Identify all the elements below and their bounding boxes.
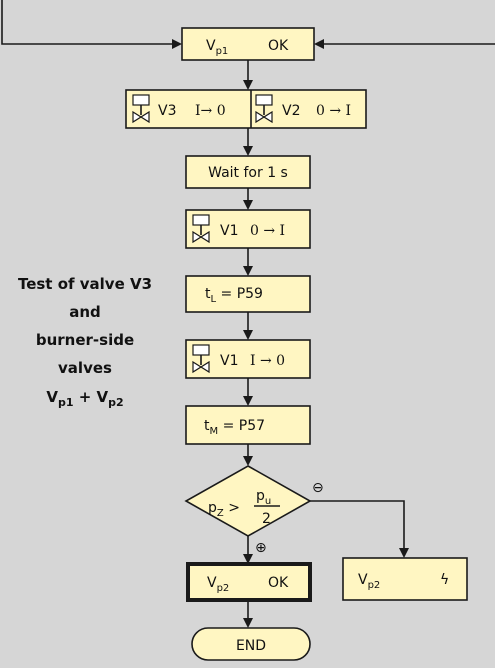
arrowhead: [243, 396, 253, 406]
step-v1-close: V1 I → 0: [185, 339, 311, 379]
step-vp2-fault: Vp2 ϟ: [342, 557, 468, 601]
v1-change: 0 → I: [250, 223, 285, 239]
vp1-status: OK: [268, 38, 289, 54]
arrowhead: [243, 330, 253, 340]
v1-label: V1: [220, 223, 238, 239]
step-wait: Wait for 1 s: [185, 155, 311, 189]
svg-text:pu: pu: [256, 488, 271, 507]
denominator-label: 2: [262, 511, 271, 527]
vp2-fault-label: V: [358, 572, 368, 588]
svg-text:Vp1 + Vp2: Vp1 + Vp2: [46, 388, 123, 409]
side-label-line1: Test of valve V3: [18, 275, 152, 293]
v1-close-change: I → 0: [250, 353, 285, 369]
pu-label: p: [256, 488, 265, 504]
arrowhead: [243, 200, 253, 210]
step-vp1-ok: Vp1 OK: [181, 27, 315, 61]
arrowhead: [243, 618, 253, 628]
plus-icon: ⊕: [255, 540, 267, 556]
valve-icon: [132, 94, 150, 124]
side-label: Test of valve V3 and burner-side valves …: [18, 275, 152, 409]
arrowhead: [243, 554, 253, 564]
step-tm: tM = P57: [185, 405, 311, 445]
arrowhead: [243, 456, 253, 466]
svg-text:Vp2: Vp2: [207, 575, 229, 594]
minus-icon: ⊖: [312, 480, 324, 496]
arrowhead: [243, 266, 253, 276]
valve-icon: [192, 344, 210, 374]
side-label-vp1: V: [46, 388, 58, 406]
pz-label: p: [208, 500, 217, 516]
side-label-line3: burner-side: [36, 331, 134, 349]
arrowhead: [399, 548, 409, 558]
vp2-status: OK: [268, 575, 289, 591]
decision-pressure: pZ > pu 2: [184, 465, 312, 537]
v3-label: V3: [158, 103, 176, 119]
end-label: END: [236, 638, 266, 654]
arrowhead: [243, 80, 253, 90]
side-label-line4: valves: [58, 359, 112, 377]
feed-line-left: [1, 0, 174, 45]
svg-text:tM = P57: tM = P57: [204, 418, 265, 437]
vp1-label: V: [206, 38, 216, 54]
valve-icon: [192, 214, 210, 244]
valve-icon: [255, 94, 273, 124]
tm-label: t: [204, 418, 210, 434]
tl-label: t: [205, 286, 211, 302]
step-end: END: [191, 627, 311, 661]
wait-label: Wait for 1 s: [208, 165, 288, 181]
branch-no-line: [310, 500, 405, 550]
v2-label: V2: [282, 103, 300, 119]
side-label-line2: and: [69, 303, 101, 321]
fault-icon: ϟ: [440, 572, 449, 588]
arrowhead: [314, 39, 324, 49]
arrowhead: [243, 146, 253, 156]
v1-close-label: V1: [220, 353, 238, 369]
arrowhead: [172, 39, 182, 49]
step-tl: tL = P59: [185, 275, 311, 313]
step-valves-v3-v2: V3 I→ 0 V2 0 → I: [125, 89, 367, 129]
svg-text:pZ >: pZ >: [208, 500, 240, 519]
vp2-label: V: [207, 575, 217, 591]
svg-text:Vp2: Vp2: [358, 572, 380, 591]
svg-text:Vp1: Vp1: [206, 38, 228, 57]
v3-change: I→ 0: [195, 103, 226, 119]
step-v1-open: V1 0 → I: [185, 209, 311, 249]
step-vp2-ok: Vp2 OK: [186, 562, 312, 602]
svg-text:tL = P59: tL = P59: [205, 286, 263, 305]
v2-change: 0 → I: [316, 103, 351, 119]
